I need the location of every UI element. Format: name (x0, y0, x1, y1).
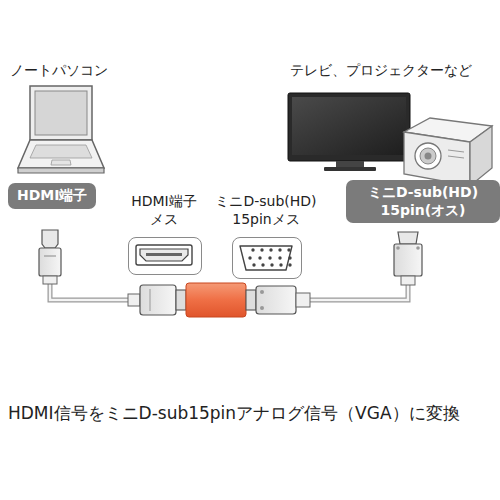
pin-dot (269, 248, 272, 251)
pin-dot (258, 256, 261, 259)
adapter-body (186, 283, 246, 317)
terminal-label: HDMI端子 (17, 187, 87, 205)
port-heading: HDMI端子 メス (118, 193, 210, 228)
pin-dot (248, 256, 251, 259)
hdmi-plug (39, 230, 61, 284)
tv-icon (288, 93, 410, 171)
caption: HDMI信号をミニD-sub15pinアナログ信号（VGA）に変換 (8, 403, 460, 424)
terminal-label: ミニD-sub(HD) 15pin(オス) (355, 184, 491, 219)
hdmi-port-icon (136, 245, 192, 265)
pin-dot (270, 263, 273, 266)
device-label: ノートパソコン (10, 62, 108, 80)
port-box: HDMI端子 メス (118, 193, 210, 273)
pin-dot (287, 248, 290, 251)
port-frame (128, 237, 202, 275)
terminal-label-box: ミニD-sub(HD) 15pin(オス) (346, 180, 500, 223)
pin-dot (268, 256, 271, 259)
pin-dot (252, 263, 255, 266)
laptop-icon (18, 86, 104, 173)
vga-female-connector (246, 286, 310, 314)
terminal-label-box: HDMI端子 (8, 183, 96, 209)
vga-plug (394, 232, 422, 285)
port-frame (232, 237, 302, 279)
port-box: ミニD-sub(HD) 15pinメス (214, 193, 318, 277)
pin-dot (278, 248, 281, 251)
vga-port-icon (240, 246, 292, 270)
pin-dot (251, 248, 254, 251)
pin-dot (260, 248, 263, 251)
projector-icon (404, 118, 492, 186)
pin-dot (278, 256, 281, 259)
port-heading: ミニD-sub(HD) 15pinメス (214, 193, 318, 228)
device-label: テレビ、プロジェクターなど (290, 62, 472, 80)
hdmi-female-connector (128, 285, 186, 315)
pin-dot (279, 263, 282, 266)
pin-dot (288, 256, 291, 259)
pin-dot (261, 263, 264, 266)
pin-dot (288, 263, 291, 266)
